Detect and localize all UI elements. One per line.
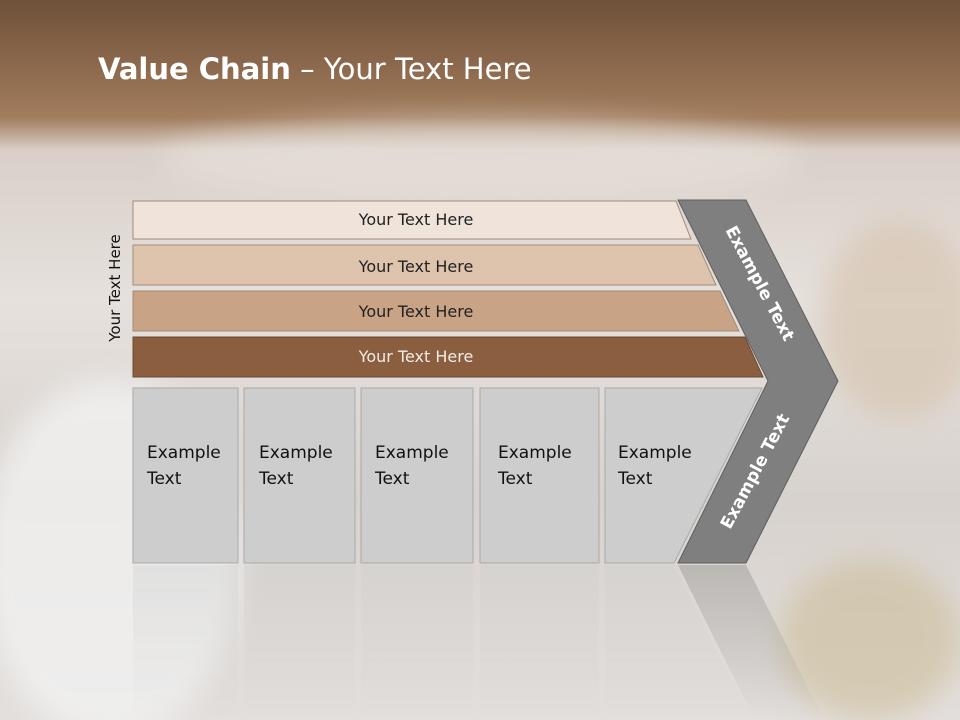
page-title: Value Chain – Your Text Here [98,52,532,86]
reflection-box [133,565,238,720]
columns-reflection [133,565,825,720]
column-4-box [479,387,600,564]
column-4-line2: Text [497,469,533,489]
reflection-box [605,565,752,720]
column-1: Example Text [132,387,239,564]
column-3-line1: Example [375,443,449,463]
column-4-line1: Example [498,443,572,463]
column-4: Example Text [479,387,600,564]
bar-1-shape [132,200,692,240]
bar-4: Your Text Here [132,336,764,378]
bar-2: Your Text Here [132,244,717,286]
column-3-box [360,387,474,564]
bar-1: Your Text Here [132,200,692,240]
column-5-box [604,387,763,564]
chevron-arrow [677,199,839,564]
reflection-box [361,565,473,720]
bar-3-label: Your Text Here [358,302,474,321]
column-5: Example Text [604,387,763,564]
column-5-line1: Example [618,443,692,463]
bar-3: Your Text Here [132,290,740,332]
bar-2-shape [132,244,717,286]
reflection-box [244,565,355,720]
column-1-line1: Example [147,443,221,463]
bar-2-label: Your Text Here [358,257,474,276]
column-3: Example Text [360,387,474,564]
column-1-box [132,387,239,564]
column-5-line2: Text [617,469,653,489]
column-1-line2: Text [146,469,182,489]
column-3-line2: Text [374,469,410,489]
reflection-box [480,565,599,720]
reflection-chevron [678,565,825,720]
background-photo-shape [160,120,800,200]
bar-3-shape [132,290,740,332]
bar-4-label: Your Text Here [358,347,474,366]
column-2: Example Text [243,387,356,564]
column-2-line1: Example [259,443,333,463]
title-bold: Value Chain [98,52,291,86]
background-photo-shape [820,220,960,420]
column-2-line2: Text [258,469,294,489]
bar-4-shape [132,336,764,378]
column-2-box [243,387,356,564]
bar-1-label: Your Text Here [358,210,474,229]
title-rest: – Your Text Here [290,52,532,86]
